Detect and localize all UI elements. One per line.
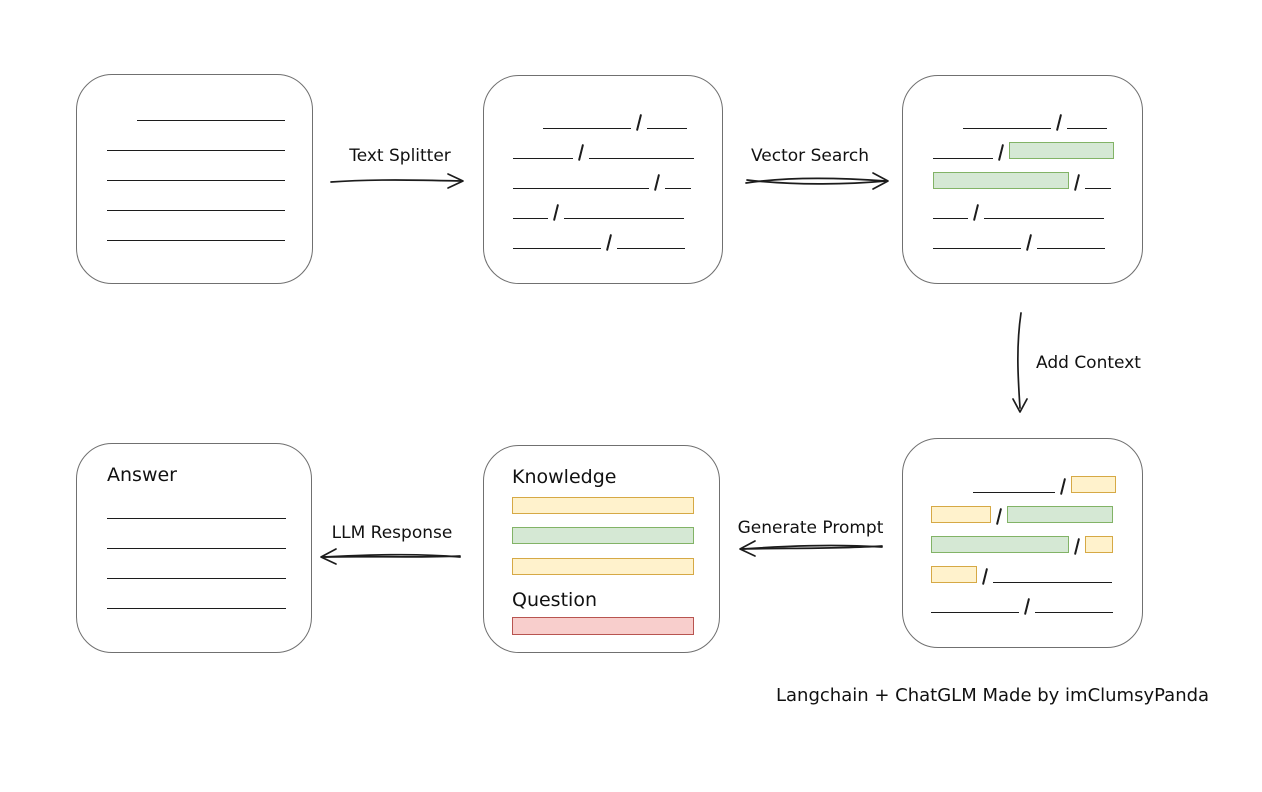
split-chunks-box	[483, 75, 723, 284]
text-line	[993, 582, 1113, 583]
generate-prompt-arrow	[739, 540, 883, 557]
chunk-row	[107, 549, 311, 579]
source-document-box	[76, 74, 313, 284]
chunk-row	[512, 558, 719, 575]
box-label: Question	[512, 589, 597, 611]
vector-search-label: Vector Search	[751, 146, 869, 166]
chunk-row	[512, 617, 719, 635]
chunk-row	[513, 129, 722, 162]
text-line	[543, 128, 631, 129]
text-line	[513, 248, 601, 249]
chunk-row	[513, 219, 722, 252]
chunk-row	[513, 76, 722, 132]
text-line	[107, 548, 286, 549]
text-line	[513, 158, 573, 159]
text-line	[963, 128, 1051, 129]
green-highlight-chunk	[933, 172, 1069, 189]
text-line	[617, 248, 686, 249]
text-line	[107, 150, 285, 151]
chunk-row	[933, 189, 1142, 222]
indent-gap	[931, 492, 973, 493]
llm-response-arrow	[320, 548, 461, 565]
chunk-row	[107, 519, 311, 549]
yellow-highlight-chunk	[931, 506, 991, 523]
text-line	[107, 518, 286, 519]
text-line	[933, 248, 1021, 249]
text-line	[984, 218, 1105, 219]
vector-search-arrow	[745, 172, 889, 190]
chunk-row	[931, 523, 1142, 556]
chunk-row	[107, 211, 312, 241]
text-line	[107, 240, 285, 241]
yellow-highlight-chunk	[1071, 476, 1117, 493]
chunk-row	[107, 579, 311, 609]
text-splitter-arrow	[330, 173, 464, 189]
box-label: Knowledge	[512, 466, 617, 488]
chunk-row	[513, 159, 722, 192]
box-label: Answer	[107, 464, 177, 486]
yellow-highlight-chunk	[512, 497, 694, 514]
text-line	[589, 158, 695, 159]
yellow-highlight-chunk	[931, 566, 977, 583]
text-line	[1035, 612, 1114, 613]
indent-gap	[107, 120, 137, 121]
text-line	[107, 180, 285, 181]
chunk-row	[933, 159, 1142, 192]
chunk-row	[107, 75, 312, 121]
text-line	[107, 578, 286, 579]
slash-separator	[605, 233, 613, 252]
chunk-row	[931, 583, 1142, 616]
text-line	[931, 612, 1019, 613]
text-line	[665, 188, 692, 189]
green-highlight-chunk	[512, 527, 694, 544]
yellow-highlight-chunk	[1085, 536, 1114, 553]
add-context-arrow	[1012, 312, 1028, 413]
yellow-highlight-chunk	[512, 558, 694, 575]
red-highlight-chunk	[512, 617, 694, 635]
text-line	[973, 492, 1055, 493]
chunk-row	[933, 219, 1142, 252]
chunk-row	[931, 493, 1142, 526]
add-context-label: Add Context	[1036, 353, 1141, 373]
chunk-row	[512, 527, 719, 544]
text-line	[647, 128, 688, 129]
indent-gap	[933, 128, 963, 129]
text-line	[933, 158, 993, 159]
green-highlight-chunk	[1007, 506, 1114, 523]
chunk-row	[107, 488, 311, 519]
chunk-row	[931, 439, 1142, 496]
text-line	[1037, 248, 1106, 249]
chunk-row	[933, 129, 1142, 162]
text-line	[513, 218, 548, 219]
chunk-row	[933, 76, 1142, 132]
chunk-row	[107, 181, 312, 211]
slash-separator	[1023, 597, 1031, 616]
vector-matches-box	[902, 75, 1143, 284]
context-chunks-box	[902, 438, 1143, 648]
text-line	[1067, 128, 1108, 129]
text-splitter-label: Text Splitter	[349, 146, 451, 166]
indent-gap	[513, 128, 543, 129]
answer-box: Answer	[76, 443, 312, 653]
llm-response-label: LLM Response	[331, 523, 453, 543]
text-line	[107, 210, 285, 211]
text-line	[107, 608, 286, 609]
chunk-row	[107, 121, 312, 151]
text-line	[564, 218, 685, 219]
text-line	[933, 218, 968, 219]
chunk-row	[513, 189, 722, 222]
slash-separator	[1025, 233, 1033, 252]
text-line	[1085, 188, 1112, 189]
credit-text: Langchain + ChatGLM Made by imClumsyPand…	[776, 685, 1210, 706]
chunk-row	[107, 151, 312, 181]
green-highlight-chunk	[931, 536, 1069, 553]
text-line	[137, 120, 285, 121]
chunk-row	[931, 553, 1142, 586]
chunk-row	[512, 497, 719, 514]
green-highlight-chunk	[1009, 142, 1115, 159]
generate-prompt-label: Generate Prompt	[737, 518, 884, 538]
text-line	[513, 188, 649, 189]
